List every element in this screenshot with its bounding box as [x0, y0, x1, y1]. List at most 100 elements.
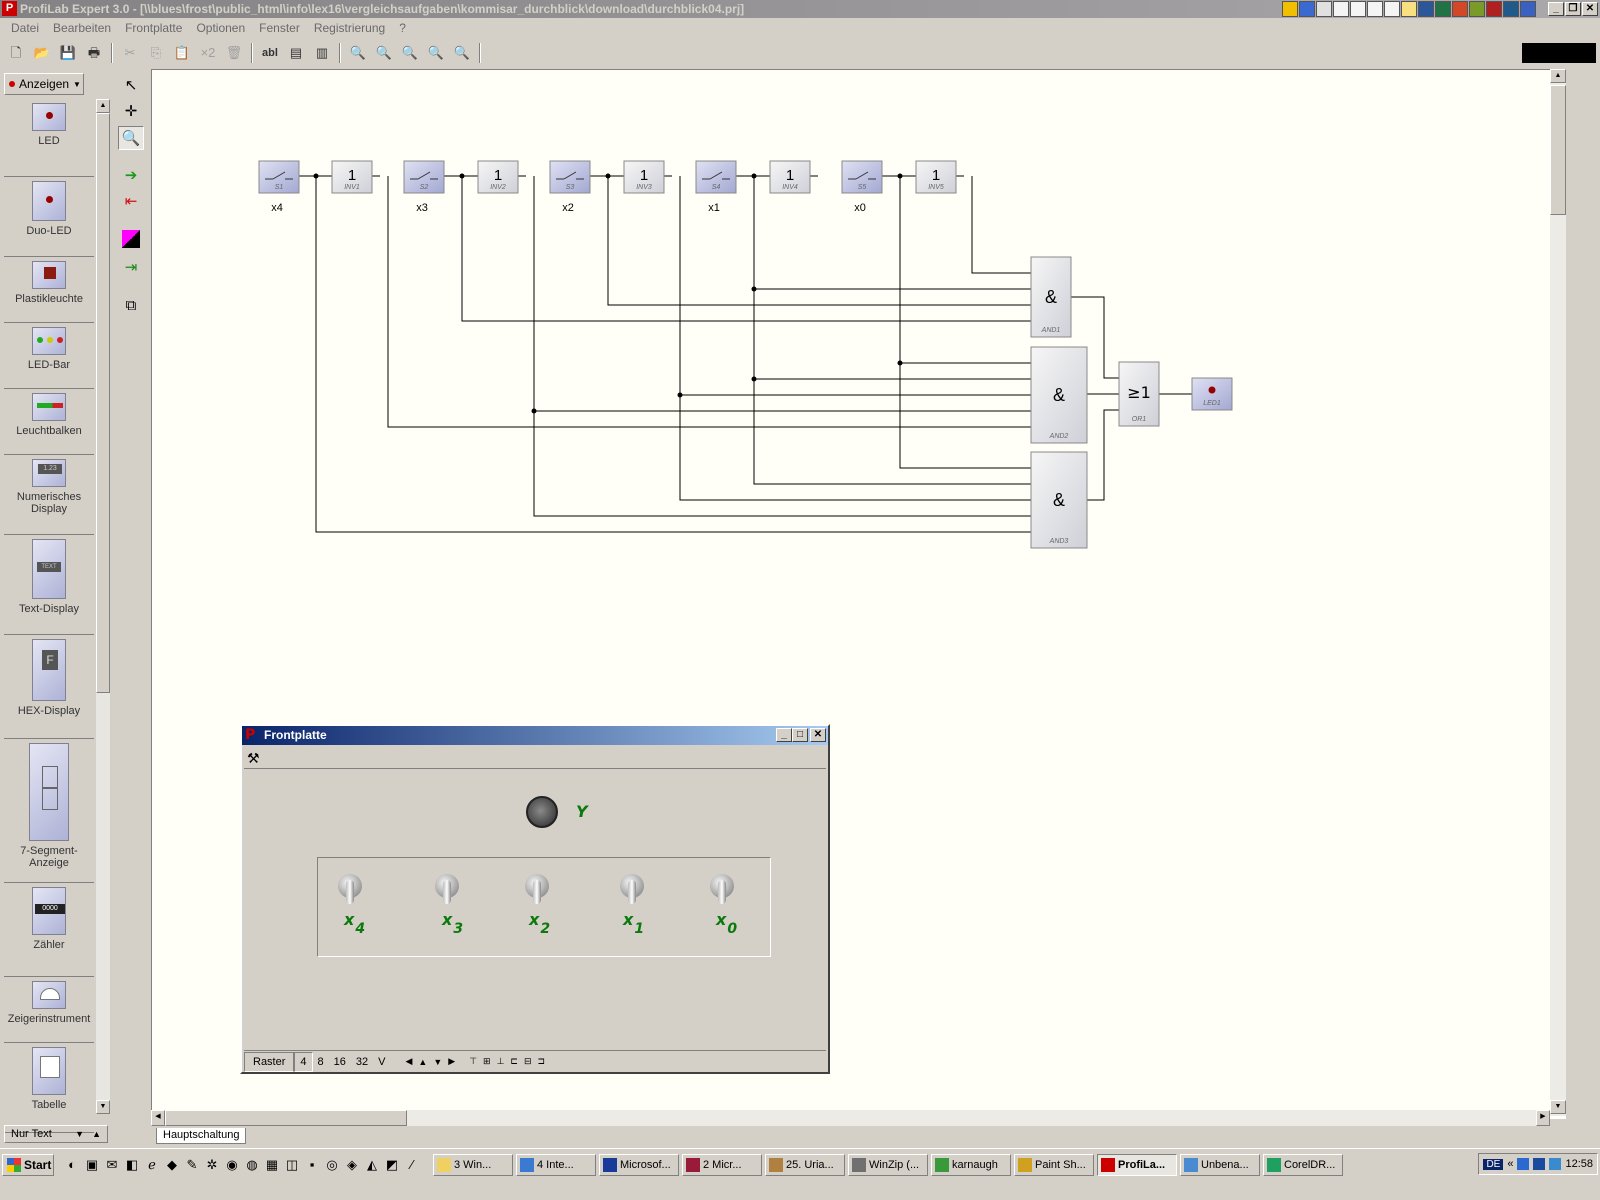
taskbar-item-karnaugh[interactable]: karnaugh: [931, 1154, 1011, 1176]
raster-32[interactable]: 32: [355, 1055, 369, 1068]
quicklaunch-app-icon[interactable]: ◫: [285, 1157, 299, 1172]
profilab-app-icon[interactable]: P: [2, 1, 17, 16]
palette-item-text-display[interactable]: TEXT Text-Display: [4, 535, 94, 635]
palette-item-led-bar[interactable]: LED-Bar: [4, 323, 94, 389]
mail-icon[interactable]: [1333, 1, 1349, 17]
quicklaunch-app-icon[interactable]: ✲: [206, 1157, 218, 1172]
arrow-right-green-icon[interactable]: ➔: [124, 167, 138, 184]
raster-8[interactable]: 8: [317, 1055, 324, 1068]
move-right-icon[interactable]: ▶: [448, 1056, 456, 1066]
document-icon[interactable]: [1384, 1, 1400, 17]
cut-icon[interactable]: ✂: [124, 45, 136, 60]
quicklaunch-cmd-icon[interactable]: ▪: [309, 1157, 315, 1172]
menu-fenster[interactable]: Fenster: [259, 21, 300, 35]
taskbar-item-microsoft-2[interactable]: 2 Micr...: [682, 1154, 762, 1176]
arrow-left-red-icon[interactable]: ⇤: [124, 193, 138, 210]
taskbar-item-unbenannt[interactable]: Unbena...: [1180, 1154, 1260, 1176]
open-folder-icon[interactable]: 📂: [33, 45, 51, 60]
palette-scroll-thumb[interactable]: [96, 113, 110, 693]
palette-item-led[interactable]: LED: [4, 99, 94, 177]
close-button[interactable]: ✕: [1582, 2, 1598, 16]
arrow-down-icon[interactable]: ▼: [75, 1129, 85, 1139]
pointer-icon[interactable]: ↖: [124, 77, 138, 94]
quicklaunch-desktop-icon[interactable]: ▣: [85, 1157, 99, 1172]
scroll-down-icon[interactable]: ▼: [96, 1100, 110, 1114]
palette-item-numerisches-display[interactable]: 1.23 Numerisches Display: [4, 455, 94, 535]
start-button[interactable]: Start: [2, 1154, 54, 1176]
palette-item-plastikleuchte[interactable]: Plastikleuchte: [4, 257, 94, 323]
connector-icon[interactable]: ⇥: [124, 259, 138, 276]
move-left-icon[interactable]: ◀: [405, 1056, 413, 1066]
menu-datei[interactable]: Datei: [11, 21, 40, 35]
tools-hammer-icon[interactable]: ⚒: [247, 750, 260, 766]
sheet-tab-hauptschaltung[interactable]: Hauptschaltung: [156, 1128, 247, 1144]
text-tool-icon[interactable]: abl: [262, 47, 278, 59]
palette-item-zaehler[interactable]: 0000 Zähler: [4, 883, 94, 977]
quicklaunch-app-icon[interactable]: ▦: [265, 1157, 279, 1172]
minimize-button[interactable]: _: [776, 728, 792, 742]
align-middle-icon[interactable]: ⊞: [483, 1056, 491, 1066]
align-right-icon[interactable]: ▥: [315, 45, 329, 60]
language-indicator[interactable]: DE: [1483, 1158, 1504, 1170]
menu-registrierung[interactable]: Registrierung: [313, 21, 386, 35]
canvas-horizontal-scrollbar[interactable]: ◀ ▶: [151, 1110, 1550, 1126]
taskbar-item-winzip[interactable]: WinZip (...: [848, 1154, 928, 1176]
palette-item-leuchtbalken[interactable]: Leuchtbalken: [4, 389, 94, 455]
palette-item-7-segment[interactable]: 7-Segment-Anzeige: [4, 739, 94, 883]
paste-icon[interactable]: 📋: [173, 45, 191, 60]
vertical-scroll-thumb[interactable]: [1550, 85, 1566, 215]
quicklaunch-app-icon[interactable]: ◈: [347, 1157, 357, 1172]
align-left-icon[interactable]: ▤: [289, 45, 303, 60]
taskbar-item-uria[interactable]: 25. Uria...: [765, 1154, 845, 1176]
swap-icon[interactable]: ⧉: [125, 297, 137, 314]
zoom-reset-icon[interactable]: 🔍: [401, 45, 419, 60]
scroll-down-icon[interactable]: ▼: [1550, 1100, 1566, 1114]
move-down-icon[interactable]: ▼: [433, 1056, 443, 1067]
menu-help[interactable]: ?: [399, 21, 406, 35]
restore-button[interactable]: ❐: [1565, 2, 1581, 16]
delete-icon[interactable]: 🗑: [225, 45, 243, 60]
toggle-switch-x2[interactable]: [523, 868, 551, 908]
palette-category-dropdown[interactable]: Anzeigen ▼: [4, 73, 84, 95]
horizontal-scroll-thumb[interactable]: [165, 1110, 407, 1126]
copy-icon[interactable]: ⎘: [150, 45, 162, 60]
quicklaunch-app-icon[interactable]: ◎: [326, 1157, 338, 1172]
app-icon[interactable]: [1469, 1, 1485, 17]
palette-scrollbar[interactable]: ▲ ▼: [96, 99, 110, 1114]
align-left-icon[interactable]: ⊏: [510, 1056, 518, 1066]
frontplatte-titlebar[interactable]: P Frontplatte _ □ ✕: [242, 726, 828, 745]
taskbar-item-profilab[interactable]: ProfiLa...: [1097, 1154, 1177, 1176]
color-icon[interactable]: [122, 230, 140, 248]
raster-v[interactable]: V: [378, 1055, 386, 1068]
crosshair-icon[interactable]: ✛: [124, 103, 138, 120]
document-icon[interactable]: [1367, 1, 1383, 17]
quicklaunch-app-icon[interactable]: ◆: [167, 1157, 177, 1172]
taskbar-item-microsoft[interactable]: Microsof...: [599, 1154, 679, 1176]
word-icon[interactable]: [1418, 1, 1434, 17]
quicklaunch-pen-icon[interactable]: ⁄: [410, 1157, 414, 1172]
scroll-up-icon[interactable]: ▲: [96, 99, 110, 113]
align-center-icon[interactable]: ⊟: [523, 1056, 532, 1066]
app-icon[interactable]: [1503, 1, 1519, 17]
palette-item-duo-led[interactable]: Duo-LED: [4, 177, 94, 257]
move-up-icon[interactable]: ▲: [418, 1056, 428, 1067]
palette-item-hex-display[interactable]: F HEX-Display: [4, 635, 94, 739]
menu-frontplatte[interactable]: Frontplatte: [125, 21, 183, 35]
raster-4[interactable]: 4: [294, 1051, 313, 1072]
minimize-button[interactable]: _: [1548, 2, 1564, 16]
tray-app-icon[interactable]: [1549, 1158, 1562, 1170]
tray-app-icon[interactable]: [1533, 1158, 1546, 1170]
quicklaunch-icon[interactable]: [1282, 1, 1298, 17]
print-icon[interactable]: 🖶: [87, 45, 101, 60]
magnifier-icon[interactable]: 🔍: [118, 126, 144, 150]
quicklaunch-app-icon[interactable]: ◩: [385, 1157, 399, 1172]
quicklaunch-browser-icon[interactable]: ◐: [68, 1157, 76, 1172]
quicklaunch-explorer-icon[interactable]: ◧: [125, 1157, 139, 1172]
tray-expand-icon[interactable]: «: [1507, 1158, 1514, 1170]
quicklaunch-app-icon[interactable]: ◭: [367, 1157, 377, 1172]
toggle-switch-x1[interactable]: [618, 868, 646, 908]
palette-item-tabelle[interactable]: Tabelle: [4, 1043, 94, 1133]
scroll-up-icon[interactable]: ▲: [1550, 69, 1566, 83]
toggle-switch-x3[interactable]: [433, 868, 461, 908]
zoom-fit-icon[interactable]: 🔍: [427, 45, 445, 60]
